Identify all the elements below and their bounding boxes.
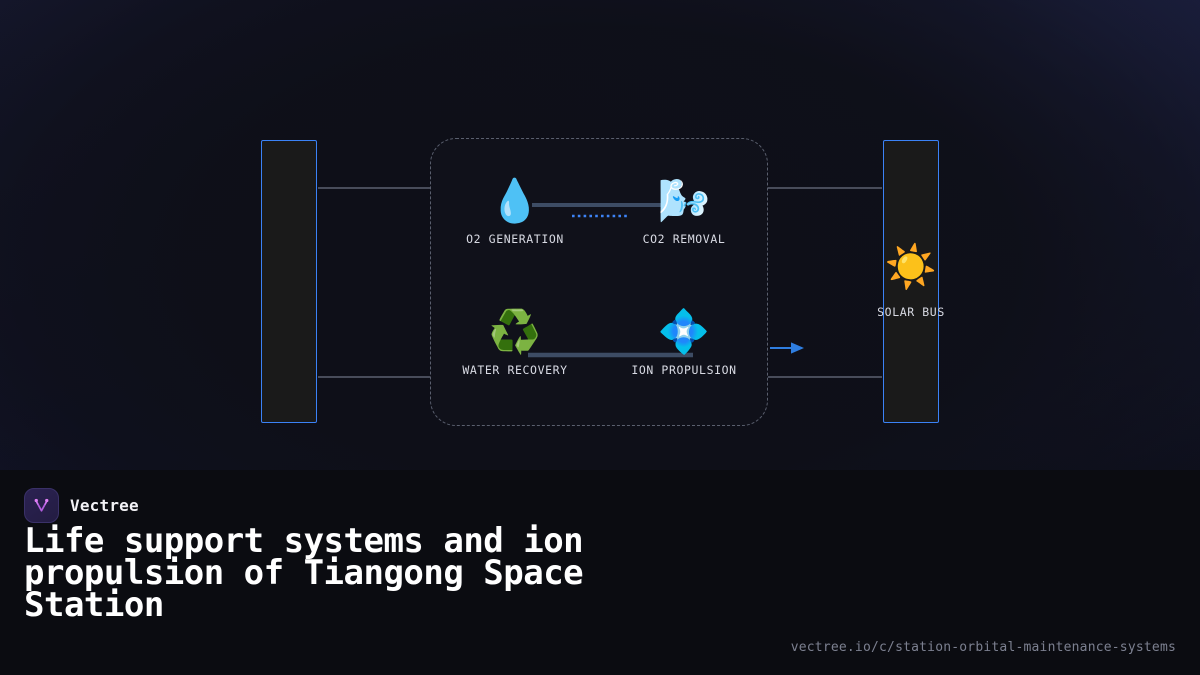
diagram-edges [318,187,882,378]
left-bus-node[interactable] [261,140,317,423]
solar-bus-label: SOLAR BUS [877,305,945,319]
footer: Vectree Life support systems and ion pro… [0,470,1200,675]
solar-bus-node[interactable]: ☀️ SOLAR BUS [877,140,944,423]
diamond-dot-icon: 💠 [657,307,711,356]
leaf-ion-propulsion[interactable]: 💠 ION PROPULSION [609,307,759,378]
life-support-group-box[interactable] [430,138,768,426]
recycle-icon: ♻️ [488,307,542,356]
droplet-icon: 💧 [488,176,542,225]
leaf-co2-removal[interactable]: 🌬️ CO2 REMOVAL [609,176,759,247]
vectree-logo-icon [24,488,59,523]
leaf-label-water-recovery: WATER RECOVERY [462,363,568,377]
leaf-label-ion-propulsion: ION PROPULSION [631,363,737,377]
diagram-canvas: 💧 O2 GENERATION 🌬️ CO2 REMOVAL ♻️ WATER … [0,0,1200,470]
vectree-glyph [34,498,49,512]
leaf-label-co2-removal: CO2 REMOVAL [642,232,726,246]
leaf-label-o2-generation: O2 GENERATION [466,232,564,246]
page-title: Life support systems and ion propulsion … [24,521,584,625]
leaf-o2-generation[interactable]: 💧 O2 GENERATION [440,176,590,247]
wind-face-icon: 🌬️ [657,176,711,225]
source-url: vectree.io/c/station-orbital-maintenance… [790,640,1176,655]
brand-name: Vectree [70,496,139,515]
sun-icon: ☀️ [884,242,938,291]
leaf-water-recovery[interactable]: ♻️ WATER RECOVERY [440,307,590,378]
brand: Vectree [24,488,139,523]
